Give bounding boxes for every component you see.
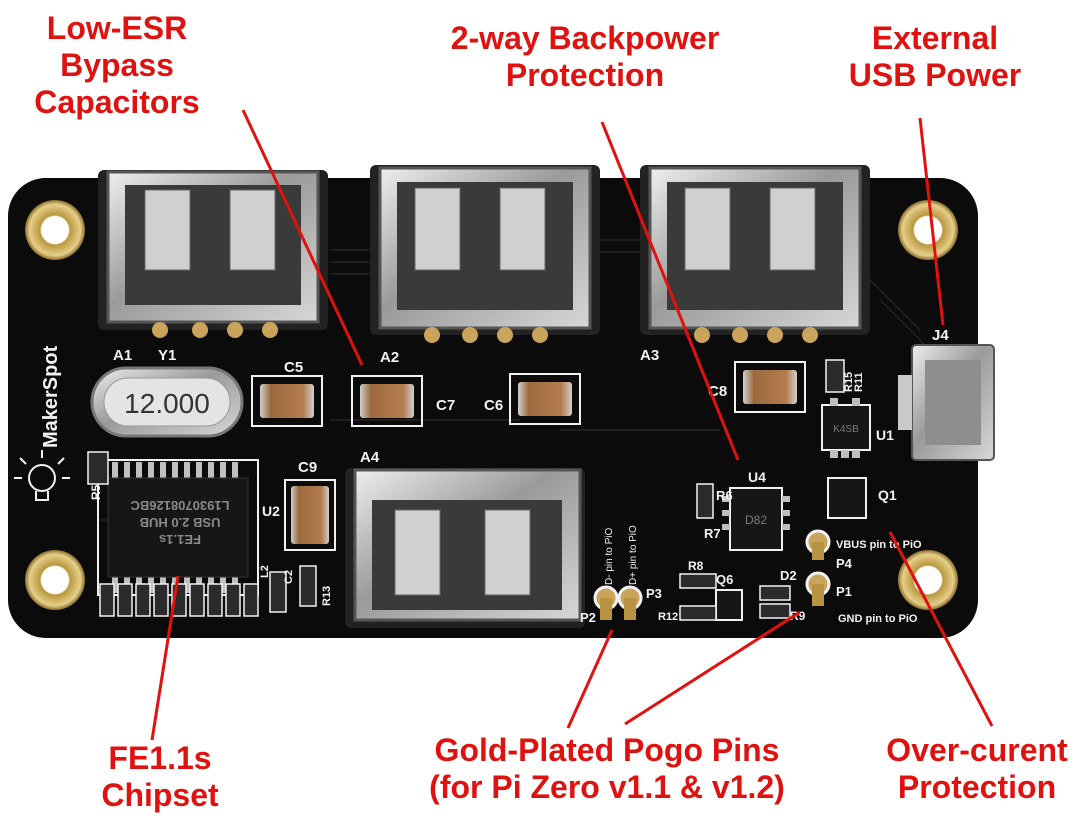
callout-pogo-pins: Gold-Plated Pogo Pins (for Pi Zero v1.1 … (392, 732, 822, 806)
silk-dplus: D+ pin to PiO (628, 525, 639, 585)
callout-overcurrent-line-1: Over-curent (886, 732, 1068, 768)
silk-r13: R13 (321, 586, 333, 606)
crystal-y1 (90, 366, 244, 438)
leader-external-usb (918, 117, 945, 326)
silk-dminus: D- pin to PiO (604, 528, 615, 585)
silk-u1: U1 (876, 427, 894, 443)
callout-fe11s-line-1: FE1.1s (108, 740, 212, 776)
callout-low-esr-line-3: Capacitors (34, 84, 200, 120)
pogo-pins-p2-p3 (593, 585, 643, 620)
silk-r12: R12 (658, 611, 678, 623)
ic-u1 (821, 398, 871, 458)
silk-c9: C9 (298, 459, 317, 476)
crystal-label: 12.000 (124, 388, 210, 419)
leader-pogo-left (566, 629, 614, 729)
silk-r8: R8 (688, 559, 704, 573)
callout-overcurrent-line-2: Protection (897, 769, 1057, 805)
leader-overcurrent (888, 531, 994, 727)
silk-p2: P2 (580, 610, 596, 625)
micro-usb-j4 (898, 344, 995, 461)
silk-p3: P3 (646, 586, 662, 601)
silk-u4-mark: D82 (745, 513, 767, 527)
callout-external-usb-power: External USB Power (820, 20, 1050, 94)
callout-leader-lines (150, 109, 994, 741)
silk-c2: C2 (283, 570, 295, 584)
silk-r15: R15 (843, 372, 855, 392)
leader-backpower (600, 121, 740, 461)
chip-marking-1: FE1.1s (159, 532, 201, 547)
silk-q6: Q6 (716, 572, 733, 587)
silk-l2: L2 (259, 565, 271, 578)
silk-gnd: GND pin to PiO (838, 613, 918, 625)
silk-a1: A1 (113, 347, 132, 364)
callout-pogo-line-1: Gold-Plated Pogo Pins (434, 732, 780, 768)
leader-pogo-right (624, 610, 801, 726)
silk-r5: R5 (89, 484, 103, 500)
silk-q1: Q1 (878, 487, 897, 503)
mount-hole-top-right (898, 200, 958, 260)
pogo-pins-p4-p1 (805, 529, 831, 606)
chip-marking-2: USB 2.0 HUB (140, 515, 221, 530)
silk-j4: J4 (932, 327, 949, 344)
silk-y1: Y1 (158, 347, 176, 364)
mount-hole-bottom-right (898, 550, 958, 610)
callout-low-esr-capacitors: Low-ESR Bypass Capacitors (12, 10, 222, 121)
usb-port-a2 (370, 165, 600, 343)
silk-r9: R9 (790, 609, 806, 623)
usb-port-a1 (98, 170, 328, 338)
silk-p1: P1 (836, 584, 852, 599)
silk-c7: C7 (436, 397, 455, 414)
chip-marking-3: L1930708126BC (130, 498, 230, 513)
brand-logo-text: MakerSpot (40, 345, 62, 448)
capacitor-c6 (509, 373, 581, 425)
silk-r7: R7 (704, 526, 721, 541)
capacitor-c7 (351, 375, 423, 427)
silk-c6: C6 (484, 397, 503, 414)
callout-low-esr-line-1: Low-ESR (46, 10, 188, 46)
leader-low-esr (241, 109, 364, 366)
silk-c5: C5 (284, 359, 303, 376)
silk-p4: P4 (836, 556, 853, 571)
resistor-array (87, 359, 845, 621)
silk-vbus: VBUS pin to PiO (836, 539, 922, 551)
capacitor-c9 (284, 479, 336, 551)
callout-pogo-line-2: (for Pi Zero v1.1 & v1.2) (429, 769, 785, 805)
callout-backpower-line-1: 2-way Backpower (450, 20, 720, 56)
usb-port-a4 (345, 468, 585, 628)
silk-r6: R6 (716, 488, 733, 503)
mosfet-q6 (715, 589, 743, 621)
silk-r11: R11 (853, 372, 865, 392)
capacitor-c5 (251, 375, 323, 427)
chip-u2 (97, 459, 259, 596)
callout-backpower-line-2: Protection (505, 57, 665, 93)
silk-a3: A3 (640, 347, 659, 364)
leader-fe11s (150, 575, 180, 741)
callout-overcurrent-protection: Over-curent Protection (864, 732, 1090, 806)
silk-d2: D2 (780, 568, 797, 583)
callout-external-usb-line-1: External (871, 20, 999, 56)
silk-u1-mark: K4SB (833, 424, 859, 435)
silk-a2: A2 (380, 349, 399, 366)
mount-hole-bottom-left (25, 550, 85, 610)
usb-port-a3 (640, 165, 870, 343)
callout-fe11s-line-2: Chipset (101, 777, 219, 813)
silk-u4: U4 (748, 469, 766, 485)
silk-a4: A4 (360, 449, 380, 466)
silk-u2: U2 (262, 503, 280, 519)
callout-backpower-protection: 2-way Backpower Protection (420, 20, 750, 94)
capacitor-c8 (734, 361, 806, 413)
callout-external-usb-line-2: USB Power (848, 57, 1022, 93)
ic-u4 (722, 487, 790, 551)
bulb-logo-icon (14, 450, 70, 501)
callout-fe11s-chipset: FE1.1s Chipset (55, 740, 265, 814)
mosfet-q1 (827, 477, 867, 519)
callout-low-esr-line-2: Bypass (60, 47, 174, 83)
mount-hole-top-left (25, 200, 85, 260)
